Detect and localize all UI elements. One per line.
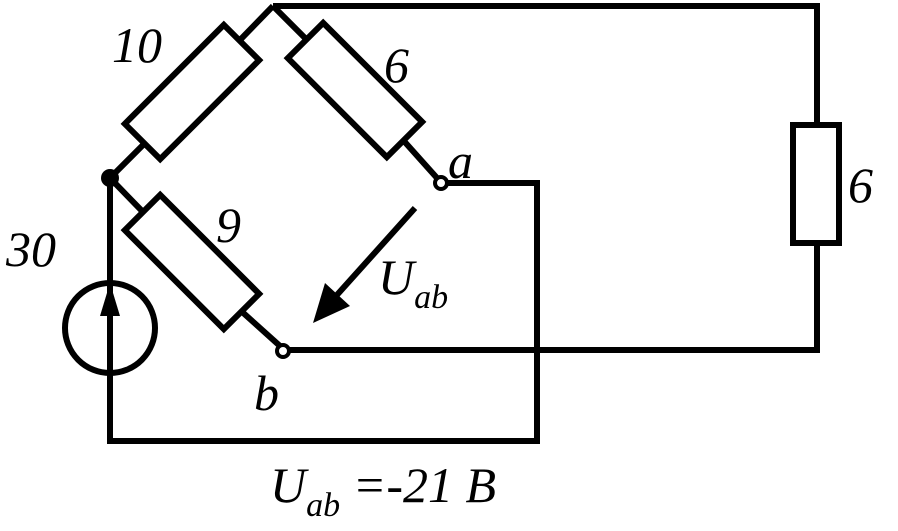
label-r-top-right: 6 <box>384 37 409 93</box>
result-main: U <box>270 457 307 513</box>
b-lead <box>237 307 283 349</box>
top-right-lead <box>270 3 310 43</box>
voltage-arrow-icon <box>313 205 418 323</box>
top-left-lead <box>237 3 276 43</box>
label-node-a: a <box>448 133 473 189</box>
resistor-6-right <box>790 122 842 246</box>
top-wire <box>273 3 820 125</box>
resistor-10 <box>120 20 264 164</box>
right-wire <box>287 243 820 353</box>
resistor-6-diagonal <box>283 18 427 162</box>
wires <box>107 3 820 444</box>
resistor-9 <box>120 190 264 334</box>
result-value: =-21 B <box>340 457 497 513</box>
label-node-b: b <box>254 365 279 421</box>
result-label: Uab =-21 B <box>270 460 496 523</box>
uab-main: U <box>378 249 415 305</box>
uab-sub: ab <box>414 279 449 316</box>
label-r-top-left: 10 <box>112 17 162 73</box>
label-r-right: 6 <box>848 157 873 213</box>
terminal-b <box>275 343 291 359</box>
source-arrow-icon <box>100 283 120 316</box>
label-r-bottom-left: 9 <box>216 197 241 253</box>
a-lead <box>400 137 440 181</box>
current-source <box>62 280 158 376</box>
label-source: 30 <box>6 221 56 277</box>
node-dot <box>101 169 119 187</box>
label-uab-arrow: Uab <box>378 252 448 315</box>
result-sub: ab <box>306 487 341 524</box>
terminal-a <box>433 175 449 191</box>
